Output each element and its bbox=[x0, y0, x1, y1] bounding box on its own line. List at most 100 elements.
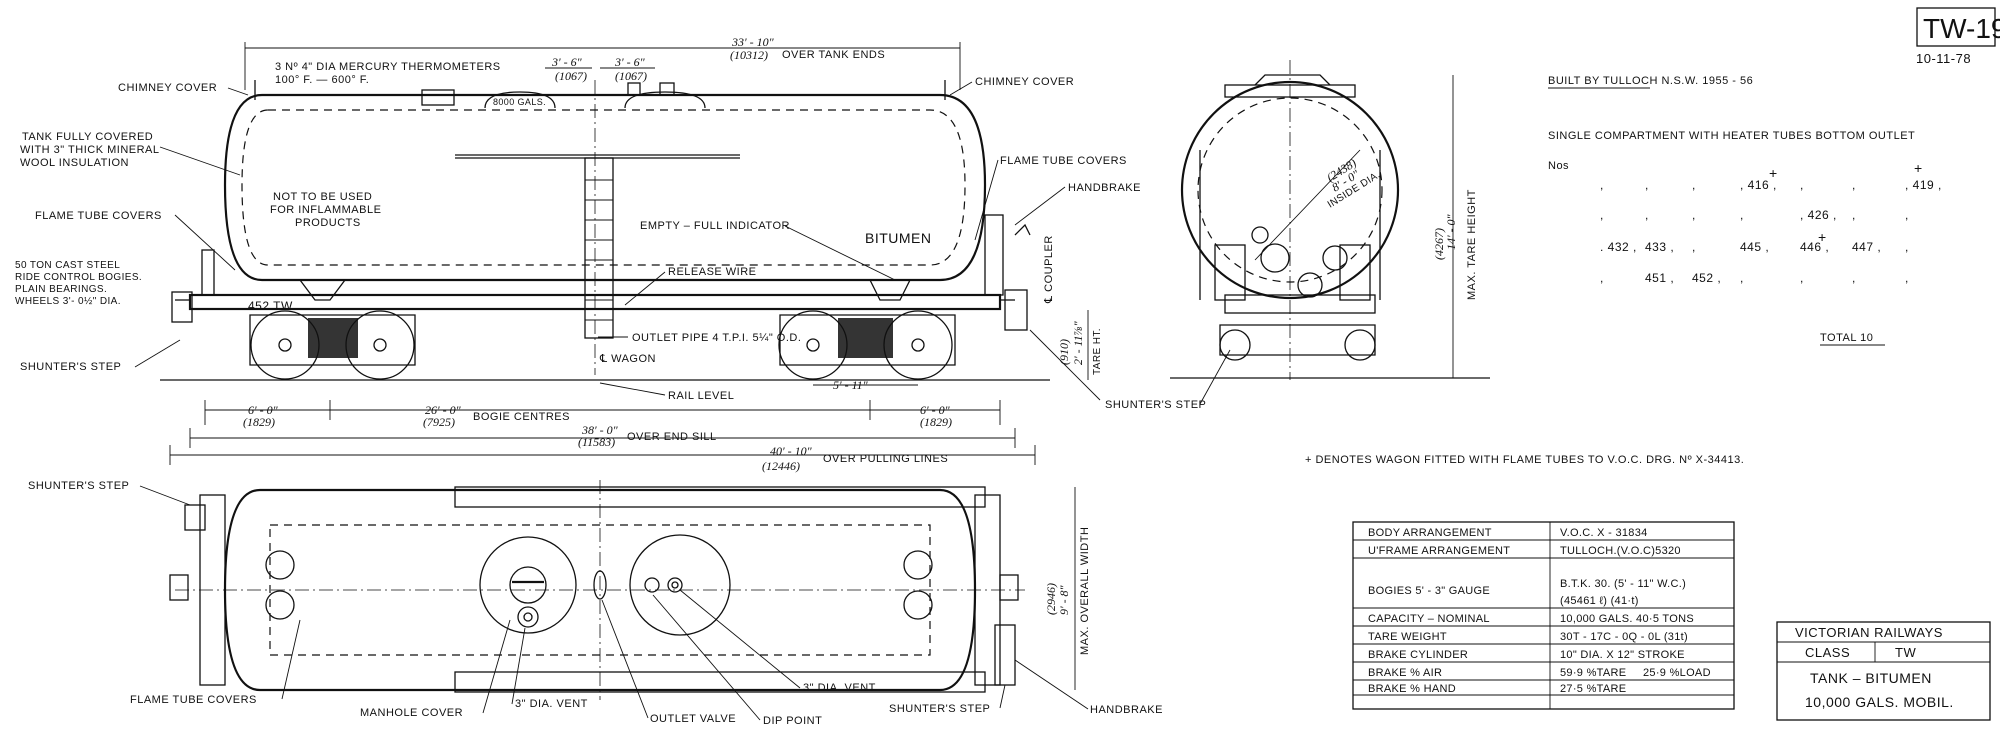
label-shunters-step-l: SHUNTER'S STEP bbox=[20, 361, 121, 373]
wagon-number-cell: , bbox=[1692, 178, 1696, 192]
drawing-date: 10-11-78 bbox=[1916, 51, 1971, 66]
wagon-number-cell: , bbox=[1645, 208, 1649, 222]
label-not-inflammable-1: NOT TO BE USED bbox=[273, 191, 372, 203]
label-pulling-lines: OVER PULLING LINES bbox=[823, 453, 948, 465]
label-chimney-cover-l: CHIMNEY COVER bbox=[118, 82, 217, 94]
wagon-number-cell: , bbox=[1905, 271, 1909, 285]
spec-value: V.O.C. X - 31834 bbox=[1560, 527, 1648, 539]
label-not-inflammable-2: FOR INFLAMMABLE bbox=[270, 204, 381, 216]
spec-label: CAPACITY – NOMINAL bbox=[1368, 613, 1490, 625]
label-number-plate: 452 TW bbox=[248, 299, 293, 313]
bogie-right bbox=[778, 310, 956, 380]
label-overall-width: MAX. OVERALL WIDTH bbox=[1079, 527, 1091, 655]
dome-label: 8000 GALS. bbox=[493, 97, 546, 107]
dim-3-6-a-mm: (1067) bbox=[555, 69, 587, 83]
dim-6-a: 6' - 0" bbox=[248, 403, 279, 417]
dim-pulling-lines-mm: (12446) bbox=[762, 459, 800, 473]
drawing-number-box bbox=[1916, 7, 1996, 47]
wagon-number-cell: , bbox=[1692, 208, 1696, 222]
wagon-number-cell: 433 , bbox=[1645, 240, 1674, 254]
label-end-sill: OVER END SILL bbox=[627, 431, 717, 443]
dim-max-height: 14' - 0" bbox=[1444, 213, 1458, 250]
description: SINGLE COMPARTMENT WITH HEATER TUBES BOT… bbox=[1548, 130, 1915, 142]
label-over-tank-ends: OVER TANK ENDS bbox=[782, 49, 885, 61]
spec-label: U'FRAME ARRANGEMENT bbox=[1368, 545, 1510, 557]
spec-label: BOGIES 5' - 3" GAUGE bbox=[1368, 585, 1490, 597]
wagon-number-cell: , bbox=[1692, 240, 1696, 254]
built-by: BUILT BY TULLOCH N.S.W. 1955 - 56 bbox=[1548, 75, 1753, 87]
label-shunters-step-plan: SHUNTER'S STEP bbox=[28, 480, 129, 492]
wagon-number-cell: , 426 , bbox=[1800, 208, 1837, 222]
spec-value-2: (45461 ℓ) (41·t) bbox=[1560, 595, 1639, 607]
total-count: TOTAL 10 bbox=[1820, 332, 1873, 344]
notes-block: BUILT BY TULLOCH N.S.W. 1955 - 56 SINGLE… bbox=[1305, 75, 1941, 466]
spec-value: 27·5 %TARE bbox=[1560, 683, 1626, 695]
wagon-number-cell: , bbox=[1852, 271, 1856, 285]
side-elevation: 33' - 10" (10312) OVER TANK ENDS 8000 GA… bbox=[15, 35, 1141, 473]
label-wagon-centreline: ℄ WAGON bbox=[599, 353, 656, 365]
wagon-number-cell: 445 , bbox=[1740, 240, 1769, 254]
tank-shell bbox=[223, 93, 987, 282]
label-flame-tube-covers-plan: FLAME TUBE COVERS bbox=[130, 694, 257, 706]
wagon-number-cell: , bbox=[1645, 178, 1649, 192]
plan-view: 9' - 8" (2946) MAX. OVERALL WIDTH SHUNTE… bbox=[28, 480, 1162, 727]
spec-label: BRAKE % HAND bbox=[1368, 683, 1456, 695]
label-flame-tube-covers-r: FLAME TUBE COVERS bbox=[1000, 155, 1127, 167]
label-coupler: ℄ COUPLER bbox=[1043, 235, 1055, 304]
label-bogie-centres: BOGIE CENTRES bbox=[473, 411, 570, 423]
dim-over-tank-ends-mm: (10312) bbox=[730, 48, 768, 62]
label-empty-full: EMPTY – FULL INDICATOR bbox=[640, 220, 790, 232]
thermometers-label-1: 3 Nº 4" DIA MERCURY THERMOMETERS bbox=[275, 61, 501, 73]
title-capacity: 10,000 GALS. MOBIL. bbox=[1805, 694, 1954, 710]
spec-label: TARE WEIGHT bbox=[1368, 631, 1447, 643]
label-release-wire: RELEASE WIRE bbox=[668, 266, 757, 278]
wagon-number-cell: 451 , bbox=[1645, 271, 1674, 285]
label-dip-point: DIP POINT bbox=[763, 715, 822, 727]
label-max-height: MAX. TARE HEIGHT bbox=[1466, 189, 1478, 300]
wagon-number-cell: 452 , bbox=[1692, 271, 1721, 285]
dim-6-b-mm: (1829) bbox=[920, 415, 952, 429]
spec-value: TULLOCH.(V.O.C)5320 bbox=[1560, 545, 1681, 557]
wagon-number-cell: , bbox=[1600, 271, 1604, 285]
spec-value-2: 25·9 %LOAD bbox=[1643, 667, 1711, 679]
dim-3-6-b-mm: (1067) bbox=[615, 69, 647, 83]
label-tank-covered-2: WITH 3" THICK MINERAL bbox=[20, 144, 160, 156]
label-rail-level: RAIL LEVEL bbox=[668, 390, 734, 402]
spec-label: BRAKE CYLINDER bbox=[1368, 649, 1468, 661]
label-bitumen: BITUMEN bbox=[865, 230, 932, 246]
wagon-number-cell: , bbox=[1600, 178, 1604, 192]
wagon-number-cell: , bbox=[1905, 208, 1909, 222]
nos-label: Nos bbox=[1548, 160, 1569, 172]
wagon-number-cell: , bbox=[1800, 271, 1804, 285]
title-class-value: TW bbox=[1895, 645, 1916, 660]
label-shunters-step-end: SHUNTER'S STEP bbox=[1105, 399, 1206, 411]
label-vent-2: 3" DIA. VENT bbox=[803, 682, 876, 694]
spec-value: B.T.K. 30. (5' - 11" W.C.) bbox=[1560, 578, 1686, 590]
spec-value: 59·9 %TARE bbox=[1560, 667, 1626, 679]
dim-end-sill: 38' - 0" bbox=[581, 423, 619, 437]
wagon-number-cell: , bbox=[1740, 271, 1744, 285]
label-handbrake-side: HANDBRAKE bbox=[1068, 182, 1141, 194]
spec-value: 10,000 GALS. 40·5 TONS bbox=[1560, 613, 1694, 625]
label-shunters-step-plan-r: SHUNTER'S STEP bbox=[889, 703, 990, 715]
thermometers-label-2: 100° F. — 600° F. bbox=[275, 74, 369, 86]
label-vent-1: 3" DIA. VENT bbox=[515, 698, 588, 710]
dim-bogie-centres: 26' - 0" bbox=[425, 403, 462, 417]
dim-3-6-b: 3' - 6" bbox=[614, 55, 646, 69]
wagon-number-cell: 446 , bbox=[1800, 240, 1829, 254]
label-tank-covered-1: TANK FULLY COVERED bbox=[22, 131, 153, 143]
wagon-number-cell: , bbox=[1740, 208, 1744, 222]
dim-pulling-lines: 40' - 10" bbox=[770, 444, 813, 458]
dim-3-6-a: 3' - 6" bbox=[551, 55, 583, 69]
wagon-number-cell: , bbox=[1600, 208, 1604, 222]
wagon-number-cell: , bbox=[1852, 178, 1856, 192]
dim-over-tank-ends: 33' - 10" bbox=[731, 35, 775, 49]
flame-tube-note: + DENOTES WAGON FITTED WITH FLAME TUBES … bbox=[1305, 454, 1744, 466]
wagon-number-cell: . 432 , bbox=[1600, 240, 1637, 254]
dim-wheelbase: 5' - 11" bbox=[833, 378, 869, 392]
drawing-number: TW-19 bbox=[1923, 13, 2000, 44]
plus-416: + bbox=[1769, 165, 1778, 181]
spec-label: BODY ARRANGEMENT bbox=[1368, 527, 1492, 539]
label-chimney-cover-r: CHIMNEY COVER bbox=[975, 76, 1074, 88]
dim-tare-ht: 2' - 11⅞" bbox=[1071, 320, 1085, 365]
